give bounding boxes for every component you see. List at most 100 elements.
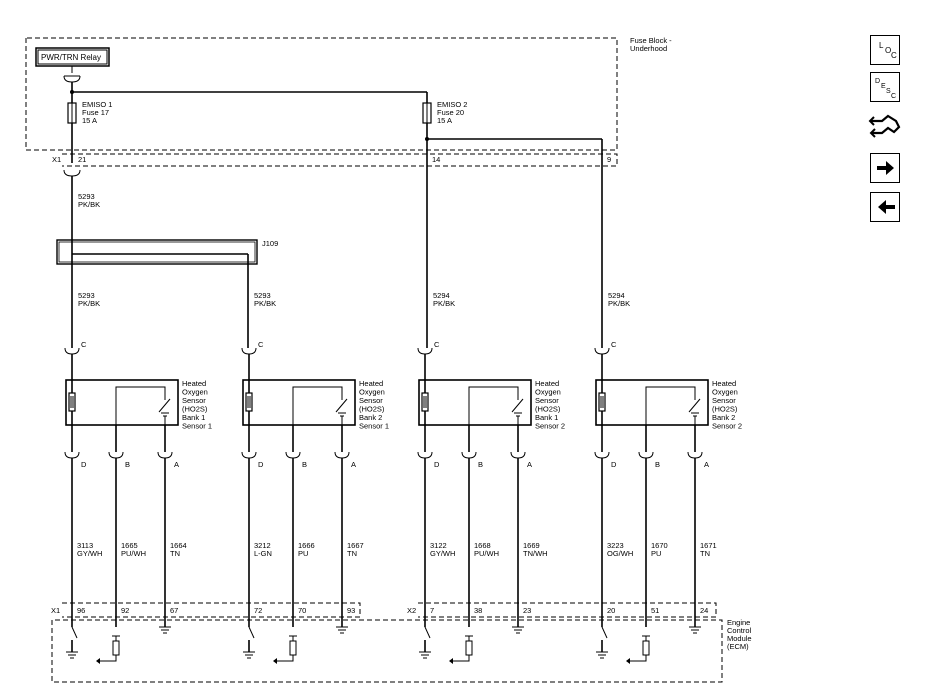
feed1-color: PK/BK [78,299,100,308]
heater-element [421,392,429,412]
sensor-name-line: Heated [535,379,559,388]
wire-color-label: PU/WH [121,549,146,558]
location-icon: L O C [879,41,897,60]
svg-text:L: L [879,41,884,50]
arrow-left-icon [273,658,277,664]
connector-c-label: C [81,340,87,349]
x1-top-label: X1 [52,155,61,164]
ecm-outline [51,619,723,683]
arrow-left-icon [878,200,895,214]
connector-c-terminal [417,347,433,355]
connector-c-terminal [594,347,610,355]
heater-element [245,392,253,412]
ecm-pin-number: 93 [347,606,355,615]
harness-button[interactable] [868,111,902,141]
svg-text:C: C [891,93,896,100]
ecm-pin-number: 51 [651,606,659,615]
ecm-pin-number: 24 [700,606,708,615]
wire-color-label: PU [651,549,661,558]
signal-loop [645,386,696,425]
connector-c-label: C [434,340,440,349]
x1-top-pin-1: 21 [78,155,86,164]
location-button[interactable]: L O C [870,35,900,65]
sensor-name-line: Sensor 2 [712,422,742,431]
arrow-left-icon [449,658,453,664]
next-button[interactable] [870,153,900,183]
feed1-circuit: 5293 [78,291,95,300]
svg-text:C: C [891,51,897,60]
arrow-right-icon [877,161,894,175]
svg-text:E: E [881,83,886,90]
sensor-name-line: Oxygen [359,388,385,397]
pin-label: D [611,460,617,469]
ecm-x1-label: X1 [51,606,60,615]
svg-text:D: D [875,78,880,85]
sensor-name-line: Sensor [359,396,383,405]
description-button[interactable]: D E S C [870,72,900,102]
relay-label: PWR/TRN Relay [41,53,101,62]
pin-label: A [527,460,532,469]
ecm-pin-number: 67 [170,606,178,615]
pin-label: B [125,460,130,469]
bias-resistor [112,640,120,656]
ecm-label-1: Engine [727,618,750,627]
wire-circuit-label: 1666 [298,541,315,550]
splice-box [56,239,258,265]
sensor-name-line: Sensor 2 [535,422,565,431]
ecm-pin-number: 92 [121,606,129,615]
wire-color-label: TN [700,549,710,558]
sensor-name-line: Bank 2 [359,413,382,422]
driver-switch [71,626,78,639]
pin-terminal [241,451,257,459]
ecm-label-4: (ECM) [727,642,749,651]
previous-button[interactable] [870,192,900,222]
sensor-name-line: Sensor 1 [182,422,212,431]
wire-color-label: OG/WH [607,549,633,558]
wire-circuit-label: 3122 [430,541,447,550]
pin-label: D [434,460,440,469]
sensor-switch [511,398,524,413]
svg-text:S: S [886,88,891,95]
description-icon: D E S C [875,78,896,100]
connector-c-label: C [258,340,264,349]
connector-c-label: C [611,340,617,349]
sensor-name-line: Bank 2 [712,413,735,422]
sensor-name-line: (HO2S) [182,405,208,414]
pin-terminal [638,451,654,459]
sensor-name-line: Heated [712,379,736,388]
fuse1-number: Fuse 17 [82,108,109,117]
wire-color-label: PU [298,549,308,558]
wire-color-label: TN [347,549,357,558]
wire-color-label: GY/WH [430,549,455,558]
ecm-x2-label: X2 [407,606,416,615]
bias-resistor [465,640,473,656]
feed3-color: PK/BK [433,299,455,308]
pin-terminal [64,451,80,459]
fuse2-number: Fuse 20 [437,108,464,117]
wire-circuit-label: 1669 [523,541,540,550]
wire-color-label: TN/WH [523,549,548,558]
sensor-switch [688,398,701,413]
ecm-internals [66,626,701,664]
heater-element [68,392,76,412]
sensor-name-line: Oxygen [182,388,208,397]
driver-switch [248,626,255,639]
fuse-block-outline [25,37,618,151]
wire-circuit-label: 3223 [607,541,624,550]
pin-terminal [461,451,477,459]
bias-return [100,655,117,662]
pin-terminal [108,451,124,459]
feed4-color: PK/BK [608,299,630,308]
pin-label: D [258,460,264,469]
sensor-switch [335,398,348,413]
wire-circuit-label: 3113 [77,541,93,550]
sensor-name-line: Sensor 1 [359,422,389,431]
ecm-pin-number: 70 [298,606,306,615]
pin-terminal [510,451,526,459]
ecm-pin-number: 23 [523,606,531,615]
feed3-circuit: 5294 [433,291,450,300]
sensor-name-line: (HO2S) [535,405,561,414]
